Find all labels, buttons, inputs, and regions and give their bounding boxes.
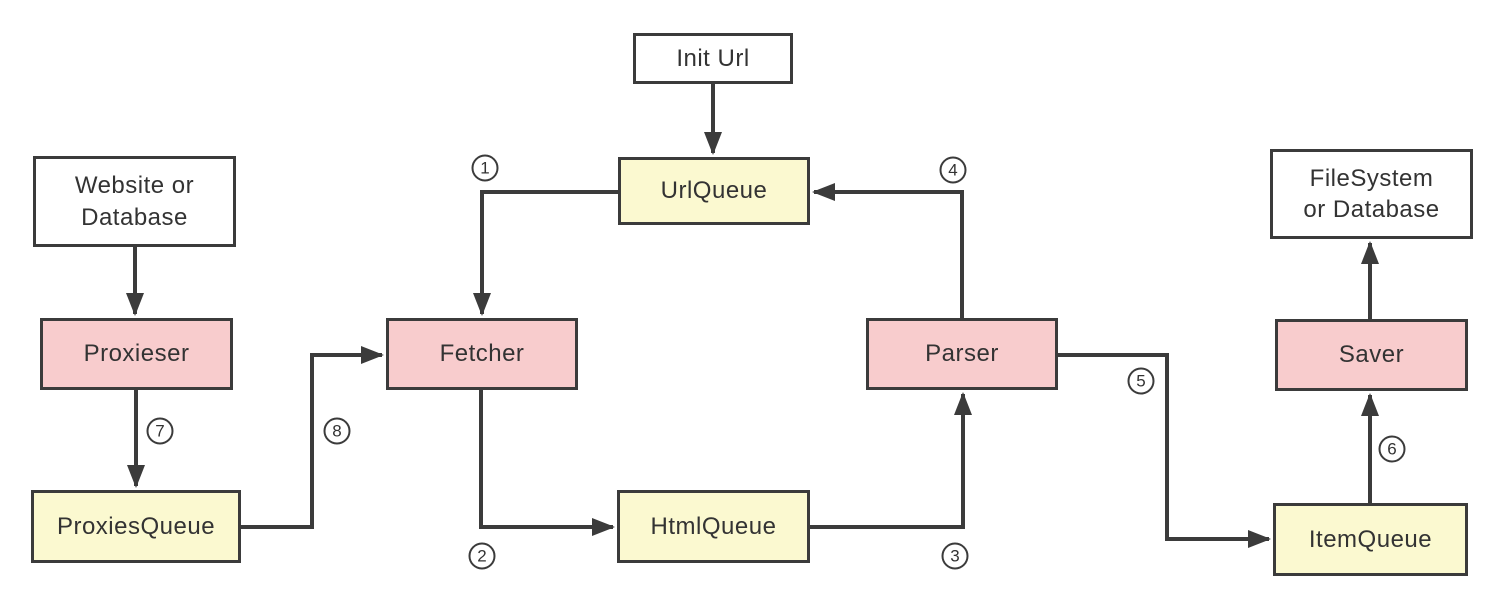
node-parser: Parser <box>866 318 1058 390</box>
node-item-queue-label: ItemQueue <box>1308 525 1433 553</box>
node-proxieser: Proxieser <box>40 318 233 390</box>
node-proxies-queue-label: ProxiesQueue <box>56 512 216 540</box>
arrow-parser-to-url-queue <box>812 183 964 318</box>
arrow-fetcher-to-html-queue <box>479 390 615 536</box>
node-website-or-database-label-line1: Website or <box>74 172 195 200</box>
node-html-queue: HtmlQueue <box>617 490 810 563</box>
step-label-2: 2 <box>468 542 496 570</box>
node-init-url: Init Url <box>633 33 793 84</box>
node-filesystem-or-database-label-line2: or Database <box>1303 196 1440 223</box>
arrow-proxies-queue-to-fetcher <box>241 346 384 529</box>
node-html-queue-label: HtmlQueue <box>650 512 777 540</box>
node-item-queue: ItemQueue <box>1273 503 1468 576</box>
step-label-3: 3 <box>941 542 969 570</box>
node-proxieser-label: Proxieser <box>83 340 190 368</box>
node-filesystem-or-database: FileSystem or Database <box>1270 149 1473 239</box>
node-website-or-database: Website or Database <box>33 156 236 247</box>
step-label-7: 7 <box>146 417 174 445</box>
arrow-parser-to-item-queue <box>1058 353 1271 548</box>
arrow-html-queue-to-parser <box>810 392 972 529</box>
node-fetcher: Fetcher <box>386 318 578 390</box>
node-fetcher-label: Fetcher <box>439 340 525 368</box>
node-url-queue: UrlQueue <box>618 157 810 225</box>
step-label-8: 8 <box>323 417 351 445</box>
node-website-or-database-label-line2: Database <box>81 203 188 231</box>
node-saver: Saver <box>1275 319 1468 391</box>
step-label-6: 6 <box>1378 435 1406 463</box>
step-label-4: 4 <box>939 156 967 184</box>
node-url-queue-label: UrlQueue <box>660 177 768 205</box>
node-proxies-queue: ProxiesQueue <box>31 490 241 563</box>
node-init-url-label: Init Url <box>676 44 750 72</box>
node-filesystem-or-database-label-line1: FileSystem <box>1309 164 1434 192</box>
node-saver-label: Saver <box>1338 341 1405 369</box>
step-label-1: 1 <box>471 154 499 182</box>
step-label-5: 5 <box>1127 367 1155 395</box>
arrow-url-queue-to-fetcher <box>473 190 618 316</box>
node-parser-label: Parser <box>925 340 999 368</box>
